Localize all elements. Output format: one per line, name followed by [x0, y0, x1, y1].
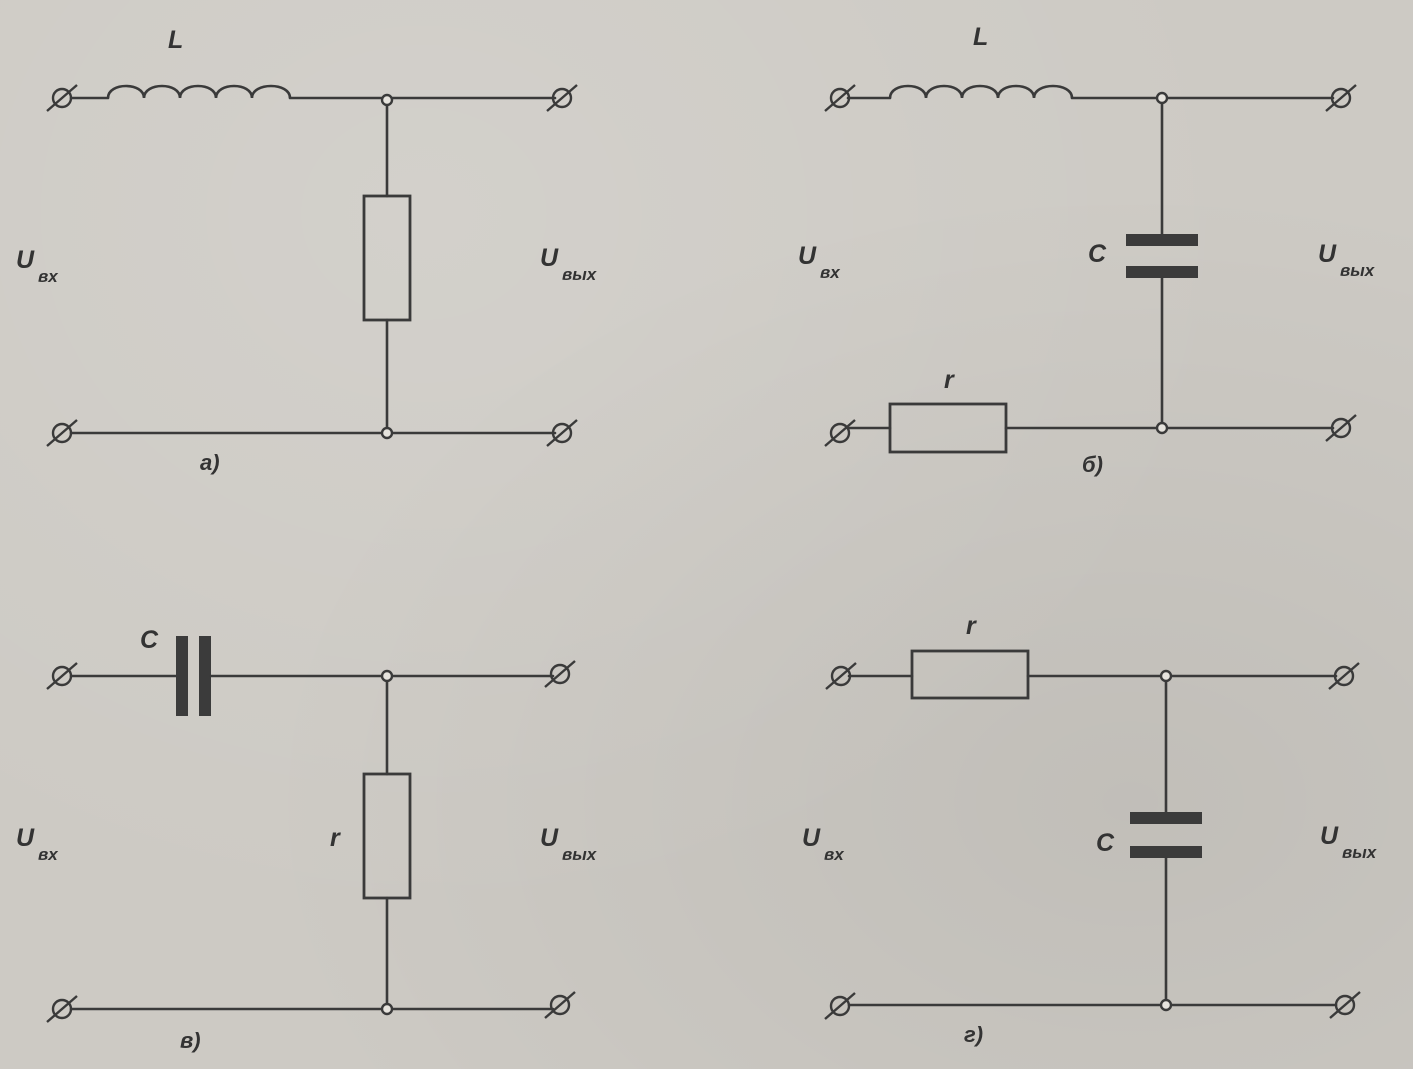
output-voltage-label: U: [1318, 240, 1337, 268]
input-voltage-subscript: вх: [38, 845, 59, 864]
series-resistor: [888, 402, 1008, 454]
resistor-label: r: [944, 366, 955, 394]
input-voltage-subscript: вх: [820, 263, 841, 282]
diagram-c: C r U вх U вых в): [16, 626, 598, 1053]
output-voltage-subscript: вых: [1340, 261, 1376, 280]
capacitor-label: C: [1096, 829, 1115, 857]
capacitor-plate: [1126, 266, 1198, 278]
diagram-caption: г): [964, 1022, 983, 1047]
junction-node: [1155, 421, 1169, 435]
inductor-coil: [106, 84, 292, 99]
capacitor-label: C: [1088, 240, 1107, 268]
capacitor-plate: [199, 636, 211, 716]
junction-node: [380, 1002, 394, 1016]
inductor-label: L: [168, 26, 183, 54]
diagram-caption: б): [1082, 452, 1103, 477]
output-terminal: [543, 659, 577, 689]
input-terminal: [823, 418, 857, 448]
output-voltage-label: U: [540, 824, 559, 852]
junction-node: [380, 669, 394, 683]
input-voltage-label: U: [16, 246, 35, 274]
junction-node: [380, 93, 394, 107]
inductor-label: L: [973, 23, 988, 51]
inductor-coil: [888, 84, 1074, 99]
junction-node: [380, 426, 394, 440]
junction-node: [1155, 91, 1169, 105]
capacitor-plate: [1126, 234, 1198, 246]
junction-node: [1159, 998, 1173, 1012]
output-voltage-subscript: вых: [1342, 843, 1378, 862]
output-terminal: [543, 990, 577, 1020]
series-resistor: [910, 649, 1030, 700]
output-voltage-subscript: вых: [562, 845, 598, 864]
output-voltage-label: U: [540, 244, 559, 272]
input-voltage-label: U: [798, 242, 817, 270]
capacitor-label: C: [140, 626, 159, 654]
input-voltage-subscript: вх: [38, 267, 59, 286]
input-voltage-subscript: вх: [824, 845, 845, 864]
resistor-label: r: [966, 612, 977, 640]
diagram-b: L C r U вх U вых б): [798, 23, 1376, 477]
capacitor-plate: [176, 636, 188, 716]
junction-node: [1159, 669, 1173, 683]
diagram-caption: а): [200, 450, 220, 475]
resistor-label: r: [330, 824, 341, 852]
load-resistor: [362, 194, 412, 322]
input-voltage-label: U: [16, 824, 35, 852]
capacitor-plate: [1130, 846, 1202, 858]
output-voltage-label: U: [1320, 822, 1339, 850]
diagram-a: L U вх U вых а): [16, 26, 598, 475]
diagram-d: r C U вх U вых г): [802, 612, 1378, 1047]
shunt-resistor: [362, 772, 412, 900]
capacitor-plate: [1130, 812, 1202, 824]
input-voltage-label: U: [802, 824, 821, 852]
output-voltage-subscript: вых: [562, 265, 598, 284]
diagram-caption: в): [180, 1028, 201, 1053]
